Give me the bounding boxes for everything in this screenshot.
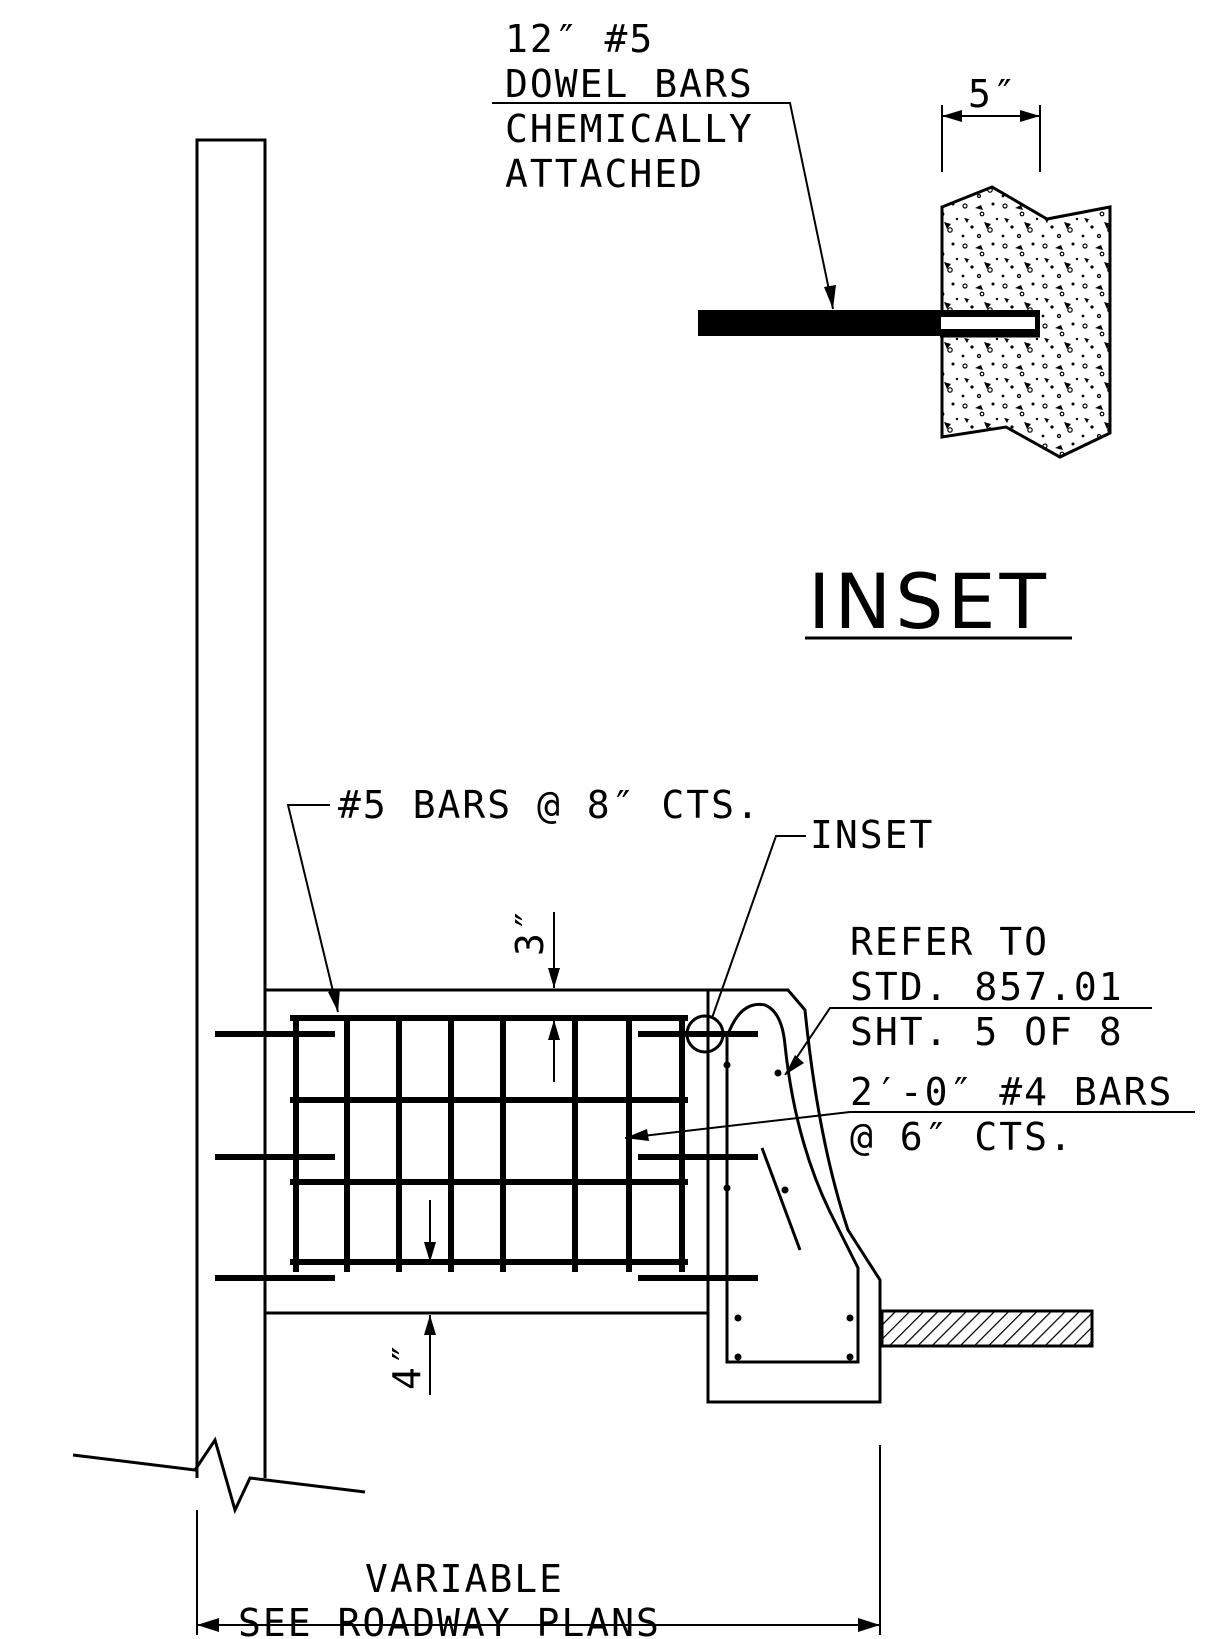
inset-title: INSET — [808, 557, 1050, 646]
inset-dimension-label: 5″ — [968, 72, 1018, 116]
dowel-label-line1: 12″ #5 — [505, 17, 654, 61]
barrier-rebar-dots — [723, 1061, 854, 1361]
rebar-grid — [215, 1015, 758, 1281]
refer-label-line1: REFER TO — [850, 920, 1049, 964]
bottom-cover-label: 4″ — [385, 1340, 429, 1390]
refer-label-line2: STD. 857.01 — [850, 965, 1124, 1009]
main-section — [72, 138, 1094, 1515]
dowel-label-line4: ATTACHED — [505, 152, 704, 196]
inset-detail: 5″ 12″ #5 DOWEL BARS CHEMICALLY ATTACHED… — [492, 17, 1112, 646]
roadway-plans-label: SEE ROADWAY PLANS — [238, 1601, 661, 1639]
dowel-label-line2: DOWEL BARS — [505, 62, 754, 106]
bars4-label-line2: @ 6″ CTS. — [850, 1115, 1074, 1159]
annotations: #5 BARS @ 8″ CTS. INSET REFER TO STD. 85… — [196, 783, 1195, 1639]
dowel-label-line3: CHEMICALLY — [505, 107, 754, 151]
inset-marker-circle — [685, 1014, 725, 1054]
pavement-hatch — [880, 1309, 1094, 1348]
refer-label-line3: SHT. 5 OF 8 — [850, 1010, 1124, 1054]
inset-reference-label: INSET — [810, 813, 934, 857]
bars-spacing-label: #5 BARS @ 8″ CTS. — [338, 783, 761, 827]
top-cover-label: 3″ — [508, 906, 552, 956]
bars4-label-line1: 2′-0″ #4 BARS — [850, 1070, 1173, 1114]
variable-label: VARIABLE — [365, 1557, 564, 1601]
